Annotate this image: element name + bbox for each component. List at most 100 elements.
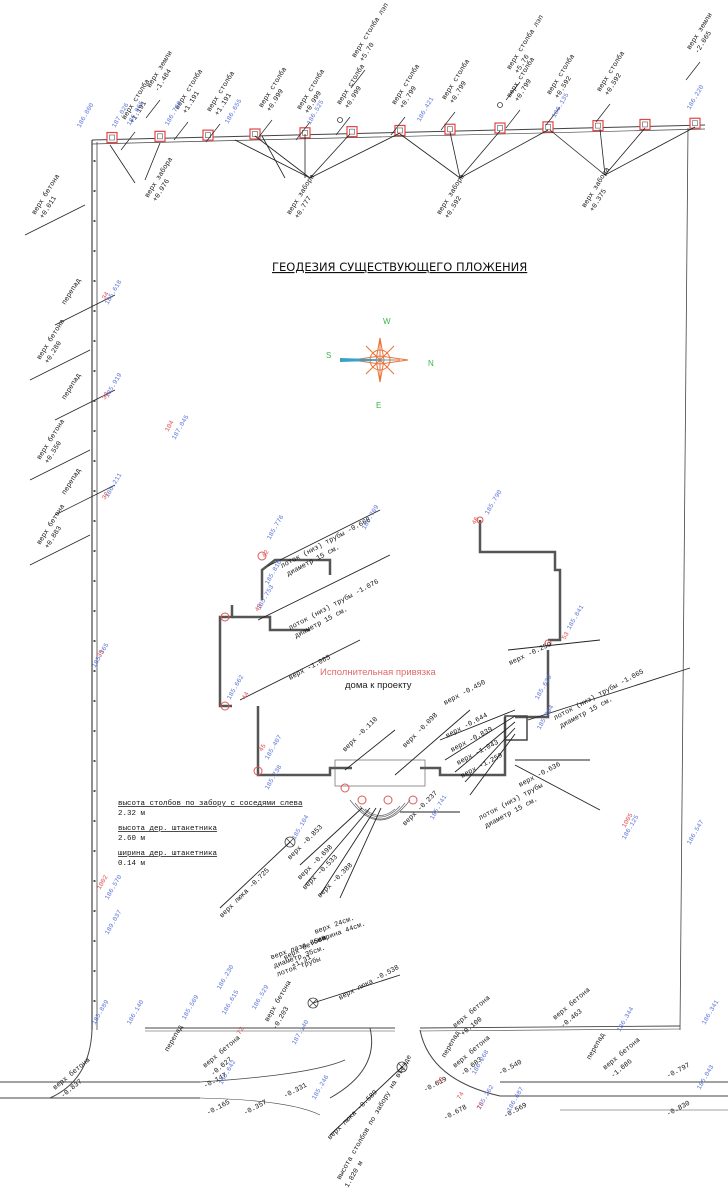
leader-line xyxy=(54,484,116,516)
fence-tick xyxy=(93,160,96,162)
leader-line xyxy=(505,109,521,129)
fence-post xyxy=(444,123,456,135)
elevation-value: -0.797 xyxy=(666,1062,692,1081)
fence-post-core xyxy=(692,120,698,127)
fence-post-core xyxy=(545,124,551,130)
pipe-note: лоток трубы диаметр 35см. верх лаза 35см… xyxy=(270,915,367,979)
elevation-point: 185.790 xyxy=(484,489,504,516)
fence-tick xyxy=(93,520,96,522)
fence-post-core xyxy=(642,121,648,128)
site-boundary xyxy=(0,124,728,1116)
fence-tick xyxy=(93,730,96,732)
point-number: 72 xyxy=(236,1026,246,1036)
fence-tick xyxy=(93,850,96,852)
fence-tick xyxy=(93,640,96,642)
point-number: 44 xyxy=(241,691,251,701)
house-interior xyxy=(334,715,528,821)
leader-line xyxy=(120,131,136,151)
fence-post xyxy=(592,120,604,132)
compass-e: E xyxy=(376,401,381,410)
elevation-point: 185.776 xyxy=(266,514,286,541)
note-2-value: 2.60 м xyxy=(118,835,146,843)
bottom-label: перепад xyxy=(441,1030,463,1059)
leader-line xyxy=(685,61,701,81)
house-leader-lines xyxy=(219,509,691,1136)
point-number: 73 xyxy=(436,1076,446,1086)
elevation-value: -0.331 xyxy=(283,1082,309,1101)
compass-n: N xyxy=(428,359,434,368)
fence-tick xyxy=(93,940,96,942)
elevation-point: 185.246 xyxy=(311,1074,331,1101)
fence-tick xyxy=(93,790,96,792)
fence-tick xyxy=(93,670,96,672)
point-number: 45 xyxy=(258,743,268,753)
fence-post xyxy=(346,126,358,138)
left-label-heading: перепад xyxy=(61,467,83,496)
house-label: лоток (низ) трубы -0.668 xyxy=(279,515,372,570)
elevation-point: 186.341 xyxy=(701,999,721,1026)
fence-leader-lines xyxy=(109,126,696,184)
elevation-value: -0.830 xyxy=(666,1100,692,1119)
bottom-label: перепад xyxy=(586,1032,608,1061)
left-label-heading: перепад xyxy=(61,277,83,306)
house-outline xyxy=(218,520,562,777)
elevation-point: 186.615 xyxy=(221,989,241,1016)
elevation-point: 187.140 xyxy=(291,1019,311,1046)
point-number: 46 xyxy=(471,516,481,526)
compass-s: S xyxy=(326,351,331,360)
fence-tick xyxy=(93,760,96,762)
fence-tick xyxy=(93,880,96,882)
fence-tick xyxy=(93,550,96,552)
fence-post xyxy=(689,117,701,129)
note-3-heading: ширина дер. штакетника xyxy=(118,850,218,858)
point-number: 1002 xyxy=(96,874,110,891)
elevation-point: 186.800 xyxy=(76,102,96,129)
leader-line xyxy=(505,81,521,101)
fence-tick xyxy=(93,280,96,282)
note-2-heading: высота дер. штакетника xyxy=(118,825,218,833)
house-label: верх люка -0.725 xyxy=(218,867,271,920)
survey-marks xyxy=(220,516,552,805)
elevation-point: 186.230 xyxy=(216,964,236,991)
fence-tick xyxy=(93,820,96,822)
elevation-point: 185.709 xyxy=(361,504,381,531)
elevation-point: 186.421 xyxy=(416,96,436,123)
leader-line xyxy=(29,349,91,381)
fence-post xyxy=(202,129,214,141)
house-label: лоток (низ) трубы -1.076 xyxy=(287,577,380,632)
leader-line xyxy=(295,121,311,141)
fence-tick xyxy=(93,190,96,192)
fence-tick xyxy=(93,610,96,612)
fence-post-core xyxy=(205,132,211,138)
note-3-value: 0.14 м xyxy=(118,860,146,868)
notes-block: высота столбов по забору с соседями слев… xyxy=(118,799,303,868)
house-label: верх -0.450 xyxy=(443,679,488,708)
leader-line xyxy=(595,103,611,123)
elevation-point: 185.738 xyxy=(264,764,284,791)
fence-post xyxy=(154,130,166,142)
point-number: 42 xyxy=(261,549,271,559)
house-note-line2: дома к проекту xyxy=(345,680,412,691)
fence-post xyxy=(249,128,261,140)
house-label: верх -0.098 xyxy=(401,712,439,750)
point-number: 75 xyxy=(476,1101,486,1111)
fence-tick xyxy=(93,970,96,972)
fence-tick xyxy=(93,370,96,372)
fence-post-core xyxy=(252,131,258,137)
fence-post xyxy=(106,131,118,144)
fence-tick xyxy=(93,220,96,222)
elevation-point: 185.509 xyxy=(181,994,201,1021)
fence-tick xyxy=(93,400,96,402)
elevation-value: -0.678 xyxy=(443,1104,469,1123)
leader-line xyxy=(29,449,91,481)
fence-post-core xyxy=(157,133,163,140)
compass-needle xyxy=(340,358,400,362)
leader-line xyxy=(257,119,273,139)
point-number: 34 xyxy=(101,291,111,301)
fence-post-core xyxy=(447,126,453,133)
fence-post xyxy=(639,118,651,131)
